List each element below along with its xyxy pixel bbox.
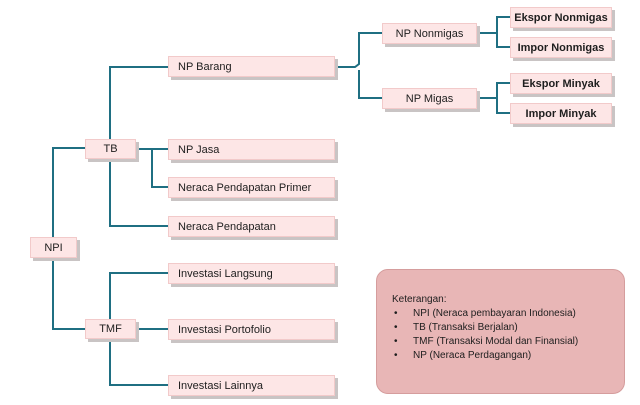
node-tmf-label: TMF bbox=[99, 323, 122, 335]
legend-title: Keterangan: bbox=[392, 294, 447, 305]
node-ekspor-nonmigas-label: Ekspor Nonmigas bbox=[514, 11, 608, 24]
node-ekspor-nonmigas: Ekspor Nonmigas bbox=[510, 7, 612, 28]
node-tb: TB bbox=[85, 139, 136, 159]
node-np-jasa: NP Jasa bbox=[168, 139, 335, 160]
node-npi-label: NPI bbox=[44, 241, 63, 254]
node-investasi-langsung-label: Investasi Langsung bbox=[178, 267, 273, 280]
node-tmf: TMF bbox=[85, 319, 136, 339]
node-investasi-portofolio: Investasi Portofolio bbox=[168, 319, 335, 340]
node-impor-minyak: Impor Minyak bbox=[510, 103, 612, 124]
node-investasi-langsung: Investasi Langsung bbox=[168, 263, 335, 284]
legend-item-text: TB (Transaksi Berjalan) bbox=[413, 322, 518, 333]
node-npi: NPI bbox=[30, 237, 77, 258]
node-np-barang-label: NP Barang bbox=[178, 60, 232, 73]
bullet-icon: • bbox=[394, 336, 398, 347]
node-np-nonmigas-label: NP Nonmigas bbox=[395, 27, 464, 40]
node-neraca-pendapatan-primer: Neraca Pendapatan Primer bbox=[168, 177, 335, 198]
legend-item-text: TMF (Transaksi Modal dan Finansial) bbox=[413, 336, 579, 347]
legend-item: • NPI (Neraca pembayaran Indonesia) bbox=[394, 307, 624, 321]
node-impor-minyak-label: Impor Minyak bbox=[525, 107, 597, 120]
node-investasi-lainnya-label: Investasi Lainnya bbox=[178, 379, 263, 392]
node-np-nonmigas: NP Nonmigas bbox=[382, 23, 477, 44]
connector-npbarang-children bbox=[335, 32, 382, 99]
node-neraca-pendapatan-primer-label: Neraca Pendapatan Primer bbox=[178, 181, 312, 194]
bullet-icon: • bbox=[394, 322, 398, 333]
node-neraca-pendapatan: Neraca Pendapatan bbox=[168, 216, 335, 237]
node-np-migas-label: NP Migas bbox=[405, 92, 454, 105]
legend-box: Keterangan: • NPI (Neraca pembayaran Indo… bbox=[376, 269, 625, 394]
node-np-migas: NP Migas bbox=[382, 88, 477, 109]
node-investasi-lainnya: Investasi Lainnya bbox=[168, 375, 335, 396]
connector-npnonmigas-children bbox=[477, 16, 510, 48]
node-np-jasa-label: NP Jasa bbox=[178, 143, 220, 156]
legend-item-text: NP (Neraca Perdagangan) bbox=[413, 350, 532, 361]
node-impor-nonmigas-label: Impor Nonmigas bbox=[517, 41, 605, 54]
node-ekspor-minyak: Ekspor Minyak bbox=[510, 73, 612, 94]
legend-list: • NPI (Neraca pembayaran Indonesia) • TB (… bbox=[392, 307, 624, 363]
connector-npi-tb-tmf bbox=[52, 147, 85, 330]
node-impor-nonmigas: Impor Nonmigas bbox=[510, 37, 612, 58]
node-ekspor-minyak-label: Ekspor Minyak bbox=[522, 77, 600, 90]
node-np-barang: NP Barang bbox=[168, 56, 335, 77]
legend-item: • TB (Transaksi Berjalan) bbox=[394, 321, 624, 335]
connector-tmf-children bbox=[109, 272, 168, 386]
connector-tb-children bbox=[109, 66, 168, 227]
node-tb-label: TB bbox=[103, 143, 118, 155]
node-investasi-portofolio-label: Investasi Portofolio bbox=[178, 323, 271, 336]
connector-npmigas-children bbox=[477, 82, 510, 114]
legend-item: • NP (Neraca Perdagangan) bbox=[394, 349, 624, 363]
bullet-icon: • bbox=[394, 350, 398, 361]
bullet-icon: • bbox=[394, 308, 398, 319]
node-neraca-pendapatan-label: Neraca Pendapatan bbox=[178, 220, 276, 233]
legend-item-text: NPI (Neraca pembayaran Indonesia) bbox=[413, 308, 576, 319]
legend-item: • TMF (Transaksi Modal dan Finansial) bbox=[394, 335, 624, 349]
